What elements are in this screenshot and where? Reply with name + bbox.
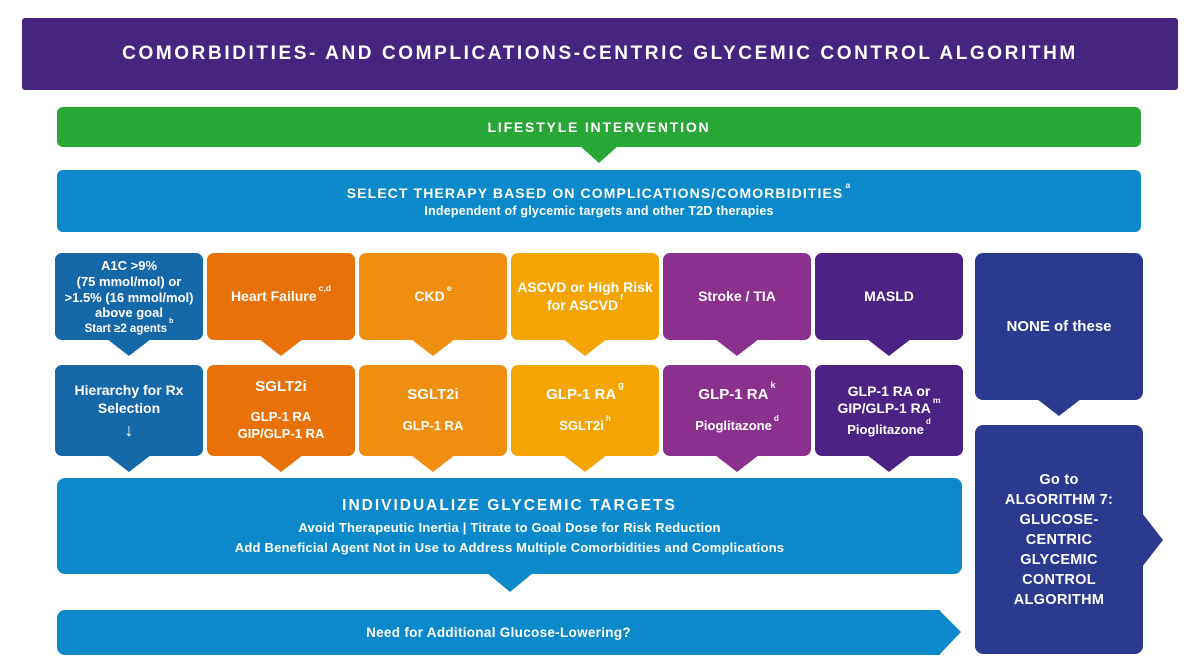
right-arrow-icon bbox=[939, 610, 961, 655]
select-therapy-banner: SELECT THERAPY BASED ON COMPLICATIONS/CO… bbox=[57, 170, 1141, 232]
therapy-box-heart-failure: SGLT2i GLP-1 RA GIP/GLP-1 RA bbox=[207, 365, 355, 456]
therapy-box-hierarchy: Hierarchy for Rx Selection ↓ bbox=[55, 365, 203, 456]
flow-pointer bbox=[259, 339, 303, 356]
lifestyle-banner: LIFESTYLE INTERVENTION bbox=[57, 107, 1141, 147]
therapy-primary: GLP-1 RAg bbox=[546, 380, 624, 403]
header-banner: COMORBIDITIES- AND COMPLICATIONS-CENTRIC… bbox=[22, 18, 1178, 90]
condition-text: A1C >9% (75 mmol/mol) or >1.5% (16 mmol/… bbox=[64, 258, 194, 321]
individualize-line1: Avoid Therapeutic Inertia | Titrate to G… bbox=[298, 520, 721, 535]
none-label: NONE of these bbox=[1006, 318, 1112, 335]
right-arrow-icon bbox=[1142, 513, 1163, 567]
flow-pointer bbox=[563, 339, 607, 356]
individualize-banner: INDIVIDUALIZE GLYCEMIC TARGETS Avoid The… bbox=[57, 478, 962, 574]
flow-pointer bbox=[715, 339, 759, 356]
flow-pointer bbox=[487, 573, 533, 592]
flow-pointer bbox=[867, 455, 911, 472]
condition-box-masld: MASLD bbox=[815, 253, 963, 340]
flow-pointer bbox=[107, 455, 151, 472]
condition-note: Start ≥2 agentsb bbox=[84, 317, 174, 335]
condition-box-a1c: A1C >9% (75 mmol/mol) or >1.5% (16 mmol/… bbox=[55, 253, 203, 340]
flow-arrow-lifestyle bbox=[580, 146, 618, 163]
flow-pointer bbox=[715, 455, 759, 472]
flow-pointer bbox=[259, 455, 303, 472]
flow-pointer bbox=[1037, 399, 1081, 416]
page-title: COMORBIDITIES- AND COMPLICATIONS-CENTRIC… bbox=[122, 43, 1078, 64]
therapy-box-ckd: SGLT2i GLP-1 RA bbox=[359, 365, 507, 456]
condition-box-stroke-tia: Stroke / TIA bbox=[663, 253, 811, 340]
flow-pointer bbox=[107, 339, 151, 356]
therapy-secondary: GLP-1 RA GIP/GLP-1 RA bbox=[237, 408, 325, 441]
flow-pointer bbox=[411, 455, 455, 472]
therapy-primary: Hierarchy for Rx Selection bbox=[74, 382, 184, 416]
select-therapy-subtitle: Independent of glycemic targets and othe… bbox=[424, 203, 774, 218]
individualize-line2: Add Beneficial Agent Not in Use to Addre… bbox=[234, 540, 785, 555]
therapy-primary: SGLT2i bbox=[407, 385, 459, 403]
condition-box-none: NONE of these bbox=[975, 253, 1143, 400]
condition-text: Stroke / TIA bbox=[698, 287, 776, 304]
select-therapy-title: SELECT THERAPY BASED ON COMPLICATIONS/CO… bbox=[346, 179, 852, 201]
individualize-title: INDIVIDUALIZE GLYCEMIC TARGETS bbox=[342, 497, 677, 514]
lifestyle-label: LIFESTYLE INTERVENTION bbox=[487, 119, 711, 135]
flow-pointer bbox=[411, 339, 455, 356]
flow-pointer bbox=[867, 339, 911, 356]
need-glucose-lowering-label: Need for Additional Glucose-Lowering? bbox=[366, 625, 631, 640]
condition-text: MASLD bbox=[864, 287, 914, 304]
goto-algorithm7-box: Go to ALGORITHM 7: GLUCOSE- CENTRIC GLYC… bbox=[975, 425, 1143, 654]
need-glucose-lowering-banner: Need for Additional Glucose-Lowering? bbox=[57, 610, 940, 655]
therapy-primary: GLP-1 RAk bbox=[698, 380, 776, 403]
down-arrow-icon: ↓ bbox=[124, 420, 134, 440]
goto-algorithm7-text: Go to ALGORITHM 7: GLUCOSE- CENTRIC GLYC… bbox=[1004, 471, 1114, 608]
therapy-primary: SGLT2i bbox=[255, 378, 307, 396]
therapy-secondary: GLP-1 RA bbox=[402, 418, 464, 434]
flow-pointer bbox=[563, 455, 607, 472]
